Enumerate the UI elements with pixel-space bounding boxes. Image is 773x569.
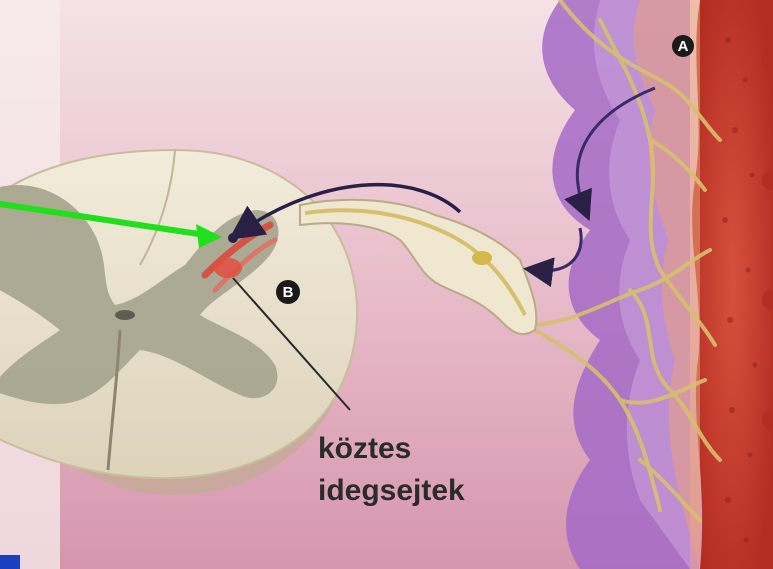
central-canal: [115, 310, 135, 320]
interneurons-label-line2: idegsejtek: [318, 474, 465, 507]
interneurons-label-line1: köztes: [318, 432, 411, 465]
ganglion-cell: [472, 251, 492, 265]
marker-a: A: [672, 35, 694, 57]
marker-a-label: A: [678, 38, 689, 55]
corner-box: [0, 555, 20, 569]
skin-dermis: [692, 0, 773, 569]
marker-b-label: B: [283, 284, 294, 301]
marker-b: B: [276, 280, 300, 304]
